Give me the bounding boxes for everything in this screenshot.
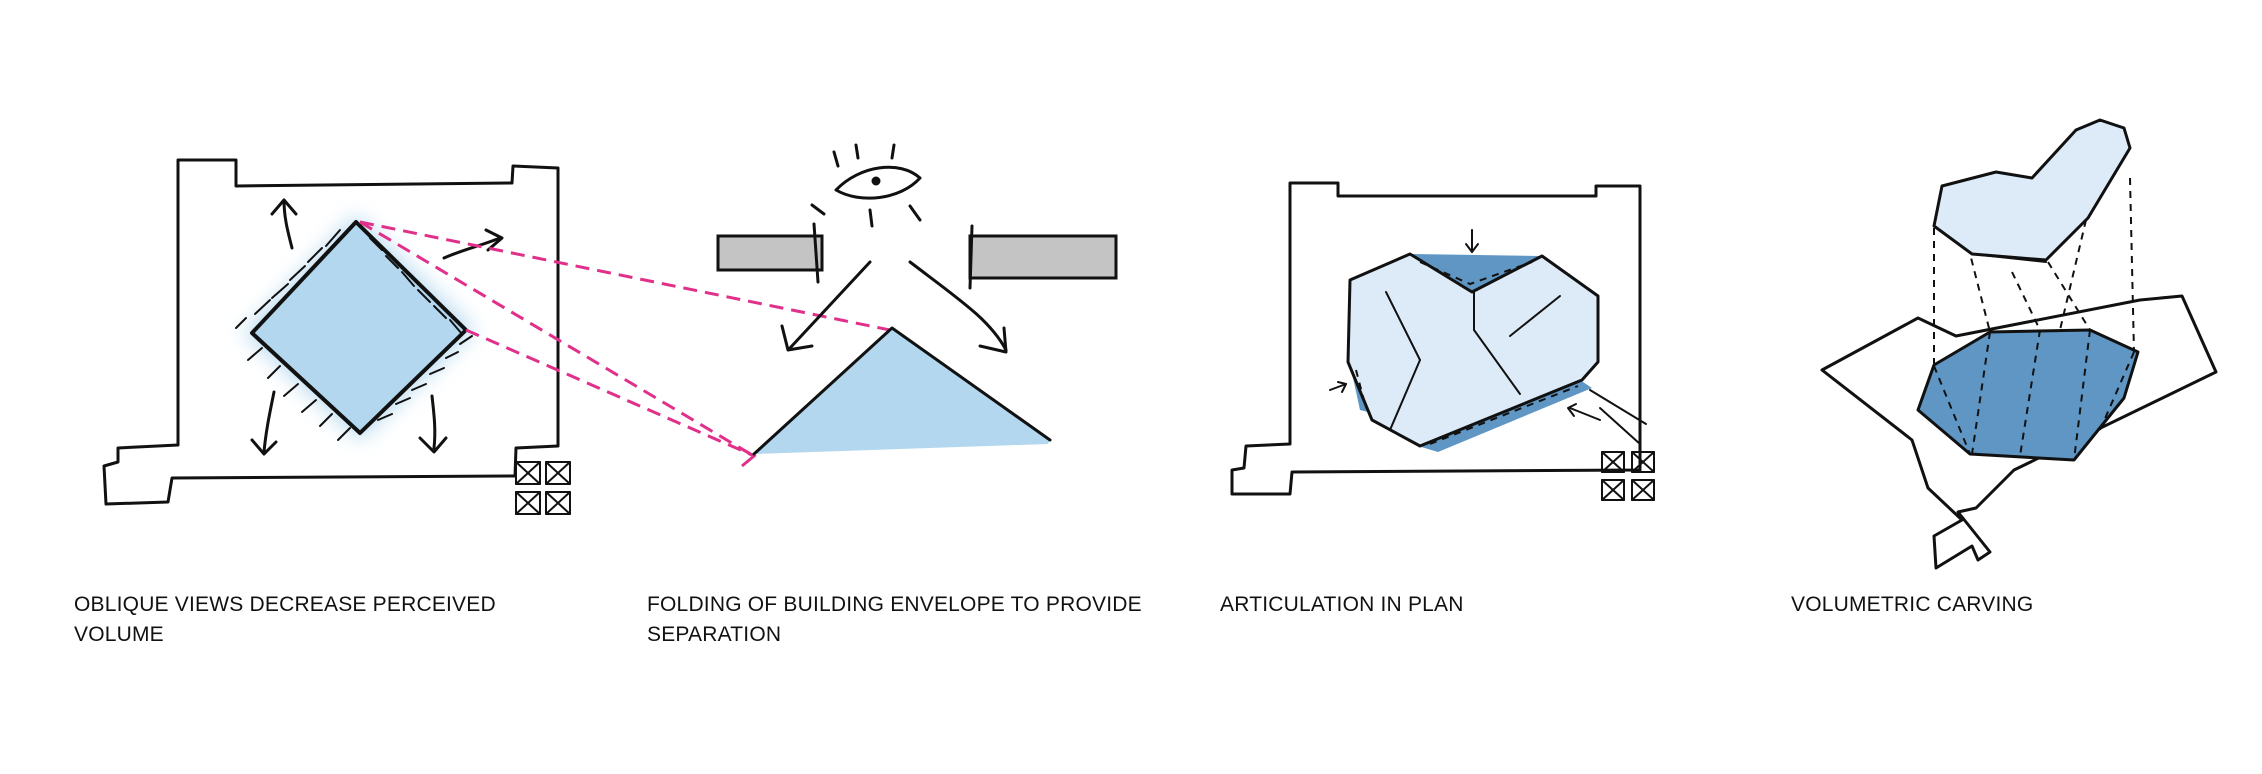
sight-lines: [359, 220, 891, 468]
view-arrows: [780, 260, 1008, 354]
wall-right: [968, 234, 1118, 280]
plan-volume: [1346, 252, 1600, 448]
underside-bottom: [1418, 380, 1592, 452]
hatch-marks: [235, 229, 473, 441]
pointer-arrows: [1329, 229, 1647, 445]
caption-articulation: ARTICULATION IN PLAN: [1220, 593, 1464, 616]
panel-folding: [716, 143, 1118, 456]
plan-fold-lines: [1385, 291, 1561, 431]
panel-volumetric-carving: [1820, 118, 2218, 570]
wall-left-end: [812, 222, 820, 284]
window-grid-3: [1601, 451, 1655, 501]
site-outline-4: [1820, 294, 2218, 570]
diamond-volume: [250, 220, 468, 435]
outward-arrows: [250, 198, 504, 456]
underside-top: [1412, 254, 1540, 292]
upper-edge: [1971, 253, 2047, 263]
wall-right-end: [968, 224, 974, 290]
underside-dashes: [1355, 261, 1579, 445]
upper-volume: [1932, 118, 2132, 262]
fold-edge: [752, 326, 1052, 456]
caption-folding: FOLDING OF BUILDING ENVELOPE TO PROVIDE …: [647, 593, 1142, 646]
folded-envelope: [754, 328, 1050, 454]
wall-left: [716, 234, 824, 272]
projection-lines: [1933, 177, 2135, 461]
panel-oblique-views: [102, 158, 571, 515]
eye-icon: [810, 143, 922, 228]
window-grid: [515, 461, 571, 515]
panel-articulation: [1230, 181, 1655, 501]
site-outline-3: [1230, 181, 1642, 496]
caption-oblique-views: OBLIQUE VIEWS DECREASE PERCEIVED VOLUME: [74, 593, 496, 646]
caption-volumetric-carving: VOLUMETRIC CARVING: [1791, 593, 2034, 616]
carved-base: [1916, 328, 2140, 462]
